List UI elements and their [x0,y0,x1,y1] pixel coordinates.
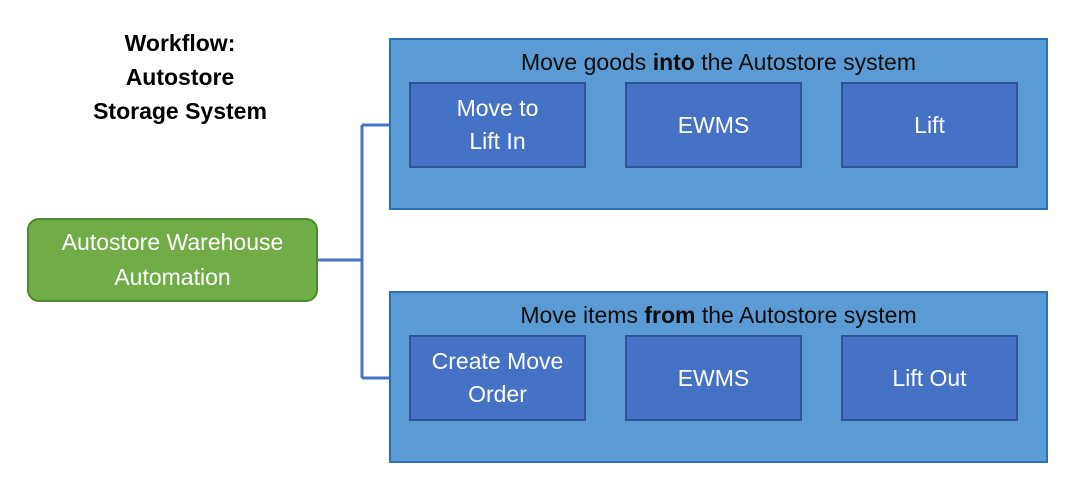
step-label-line-1: Create Move [431,348,564,374]
step-move-to-lift-in[interactable]: Move to Lift In [409,82,586,168]
group-header-into-before: Move goods [520,49,653,75]
group-header-from-bold: from [644,302,696,328]
group-header-from: Move items from the Autostore system [391,301,1046,329]
step-label-line-2: Lift In [469,128,526,154]
start-node-line-1: Autostore Warehouse [61,229,284,255]
step-create-move-order[interactable]: Create Move Order [409,335,586,421]
title-line-2: Autostore [125,64,235,90]
title-line-3: Storage System [93,98,267,124]
group-header-from-after: the Autostore system [695,302,917,328]
step-ewms-in[interactable]: EWMS [625,82,802,168]
group-header-into-after: the Autostore system [694,49,917,75]
step-label-line-2: Order [468,381,527,407]
step-label: EWMS [677,111,750,138]
start-node-line-2: Automation [114,264,231,290]
step-label-line-1: Move to [456,95,539,121]
diagram-title: Workflow: Autostore Storage System [60,26,300,128]
title-line-1: Workflow: [124,30,236,56]
step-lift-out[interactable]: Lift Out [841,335,1018,421]
step-label: Lift [914,111,945,138]
group-header-from-before: Move items [520,302,645,328]
step-lift[interactable]: Lift [841,82,1018,168]
group-move-items-from[interactable]: Move items from the Autostore system Cre… [389,291,1048,463]
step-ewms-out[interactable]: EWMS [625,335,802,421]
group-move-goods-into[interactable]: Move goods into the Autostore system Mov… [389,38,1048,210]
group-header-into-bold: into [652,49,695,75]
step-label: Lift Out [892,364,967,391]
start-node-autostore-warehouse-automation[interactable]: Autostore Warehouse Automation [27,218,318,302]
group-header-into: Move goods into the Autostore system [391,48,1046,76]
step-label: EWMS [677,364,750,391]
